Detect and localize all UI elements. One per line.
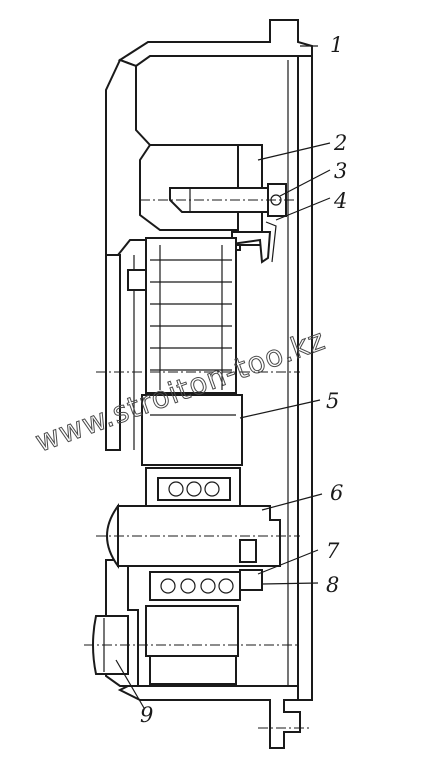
- upper-roller-bearing: [157, 477, 231, 501]
- axis-lines: [84, 199, 312, 729]
- callout-1: 1: [330, 33, 343, 57]
- lock-nut: [239, 569, 263, 591]
- callout-2: 2: [333, 131, 347, 155]
- callout-3: 3: [334, 159, 347, 183]
- callout-6: 6: [330, 481, 343, 505]
- leader-lines: [115, 45, 331, 709]
- lower-roller-bearing: [149, 571, 241, 601]
- callout-5: 5: [326, 389, 339, 413]
- spline-gear: [127, 237, 237, 394]
- callout-labels: 1 2 3 4 5 6 7 8 9: [140, 33, 347, 727]
- callout-8: 8: [326, 573, 339, 597]
- callout-4: 4: [333, 189, 347, 213]
- intermediate-gear: [141, 394, 243, 509]
- lower-gear: [145, 605, 239, 685]
- callout-7: 7: [326, 539, 340, 563]
- callout-9: 9: [140, 703, 153, 727]
